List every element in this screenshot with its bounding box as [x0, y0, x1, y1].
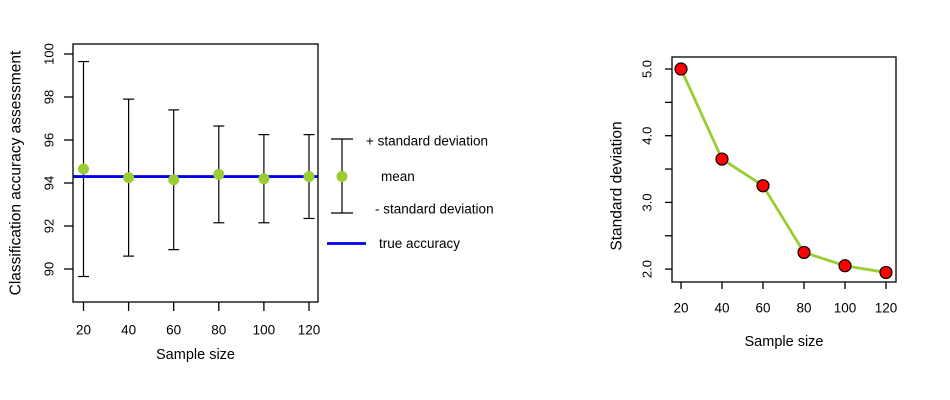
sd-point — [715, 152, 729, 166]
x-axis-tick-label: 80 — [211, 323, 226, 338]
x-axis-tick-label: 20 — [76, 323, 91, 338]
mean-point — [168, 174, 180, 186]
x-axis-tick-label: 40 — [714, 301, 729, 316]
mean-point — [78, 163, 89, 175]
sd-point — [756, 179, 770, 193]
x-axis-tick-label: 60 — [166, 323, 181, 338]
y-axis-tick-label: 90 — [42, 262, 57, 276]
sd-chart: 2.0 3.0 4.0 5.0 20 40 60 80 100 120 Standard devi… — [609, 56, 898, 350]
mean-point — [303, 171, 315, 183]
sd-point — [838, 259, 852, 273]
accuracy-chart-marks: 90 92 94 96 98 100 20 40 60 80 100 120 — [42, 43, 321, 337]
sd-curve — [679, 68, 887, 274]
y-axis-tick-label: 96 — [42, 133, 57, 147]
mean-point — [123, 172, 135, 184]
y-axis-tick-label: 94 — [42, 176, 57, 190]
sd-chart-marks: 2.0 3.0 4.0 5.0 20 40 60 80 100 120 — [640, 60, 898, 316]
y-axis-tick-label: 2.0 — [640, 260, 655, 278]
legend-label-mean: mean — [381, 169, 415, 184]
mean-point — [258, 173, 270, 185]
accuracy-chart: 90 92 94 96 98 100 20 40 60 80 100 120 Classificati… — [8, 43, 321, 363]
y-axis-tick-label: 4.0 — [640, 127, 655, 145]
y-axis-tick-label: 100 — [42, 43, 57, 65]
y-axis-tick-label: 98 — [42, 90, 57, 104]
x-axis-tick-label: 120 — [875, 301, 898, 316]
sd-point — [879, 265, 893, 280]
legend-label-plus-sd: + standard deviation — [366, 134, 488, 149]
legend: + standard deviation mean - standard dev… — [327, 134, 494, 251]
x-axis-tick-label: 40 — [121, 323, 136, 338]
legend-label-minus-sd: - standard deviation — [375, 202, 494, 217]
x-axis-tick-label: 120 — [298, 323, 321, 338]
sd-y-axis-title: Standard deviation — [609, 121, 626, 250]
y-axis-tick-label: 3.0 — [640, 193, 655, 211]
x-axis-tick-label: 100 — [834, 301, 857, 316]
sd-point — [674, 62, 688, 76]
sd-point — [797, 245, 811, 260]
y-axis-tick-label: 5.0 — [640, 60, 655, 78]
legend-mean-dot-icon — [336, 171, 348, 182]
accuracy-plot-box — [72, 43, 319, 303]
x-axis-tick-label: 60 — [755, 301, 770, 316]
x-axis-tick-label: 20 — [673, 301, 688, 316]
accuracy-x-axis-title: Sample size — [156, 347, 235, 363]
mean-point — [213, 168, 225, 180]
sd-x-axis-title: Sample size — [745, 334, 824, 350]
accuracy-y-axis-title: Classification accuracy assessment — [8, 50, 25, 295]
y-axis-tick-label: 92 — [42, 219, 57, 233]
legend-label-true-accuracy: true accuracy — [379, 236, 460, 251]
x-axis-tick-label: 100 — [253, 323, 276, 338]
x-axis-tick-label: 80 — [796, 301, 811, 316]
sd-plot-box — [671, 56, 897, 283]
